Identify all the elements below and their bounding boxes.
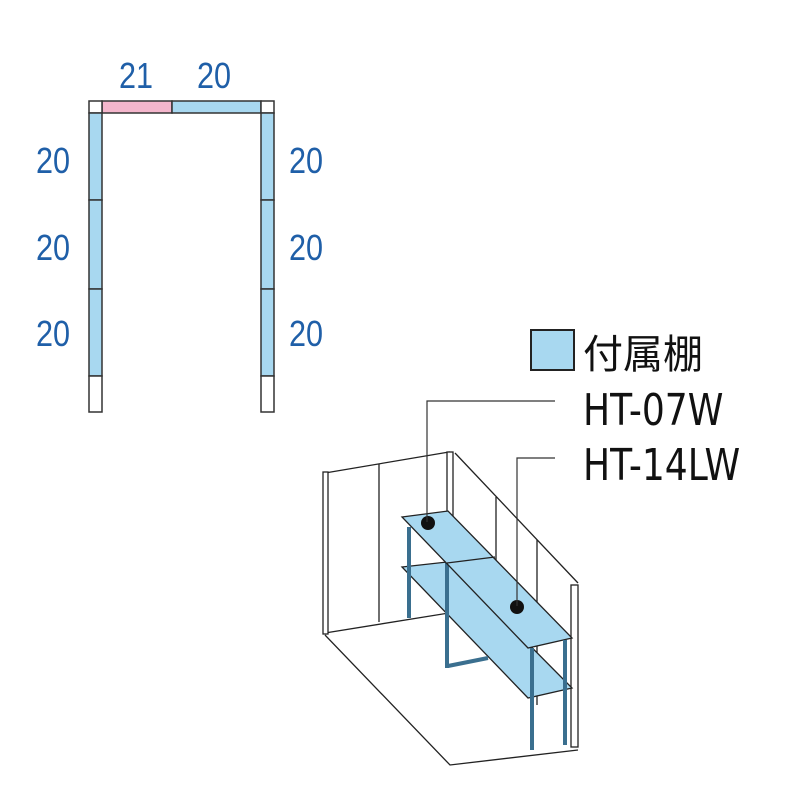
wall-panel — [88, 112, 103, 201]
right-label: 20 — [289, 142, 323, 182]
marker-dot — [510, 600, 524, 614]
leader-line — [516, 457, 555, 606]
wall-end — [260, 375, 275, 413]
left-label: 20 — [36, 142, 70, 182]
left-label: 20 — [36, 229, 70, 269]
wall-panel — [260, 112, 275, 201]
wall-panel — [260, 199, 275, 290]
right-label: 20 — [289, 315, 323, 355]
wall-end — [88, 375, 103, 413]
leader-line — [426, 400, 555, 522]
shelf-board-lower — [400, 561, 574, 699]
leader-lines — [426, 400, 555, 606]
legend-title: 付属棚 — [583, 332, 703, 378]
dimension-labels: 21 20 20 20 20 20 20 20 — [36, 57, 323, 355]
legend-swatch — [530, 329, 575, 371]
top-label: 21 — [119, 57, 153, 97]
model-label: HT-07W — [583, 386, 723, 436]
corner-post — [260, 100, 275, 114]
wall-panel — [171, 100, 262, 114]
corner-post — [570, 584, 579, 748]
floor-outline — [324, 634, 579, 766]
legend: 付属棚 HT-07W HT-14LW — [530, 329, 740, 491]
corner-post — [322, 471, 329, 635]
wall-panel — [88, 288, 103, 377]
corner-post — [88, 100, 103, 114]
shelf-board-upper — [400, 510, 574, 649]
shed-perspective — [322, 451, 579, 766]
shelf-crossbar — [447, 656, 489, 668]
floor-plan — [88, 100, 275, 413]
model-label: HT-14LW — [583, 441, 740, 491]
top-label: 20 — [197, 57, 231, 97]
right-label: 20 — [289, 229, 323, 269]
wall-panel — [88, 199, 103, 290]
marker-dot — [421, 516, 435, 530]
door-panel — [101, 100, 173, 114]
left-label: 20 — [36, 315, 70, 355]
wall-panel — [260, 288, 275, 377]
shelf-joint — [446, 556, 496, 564]
